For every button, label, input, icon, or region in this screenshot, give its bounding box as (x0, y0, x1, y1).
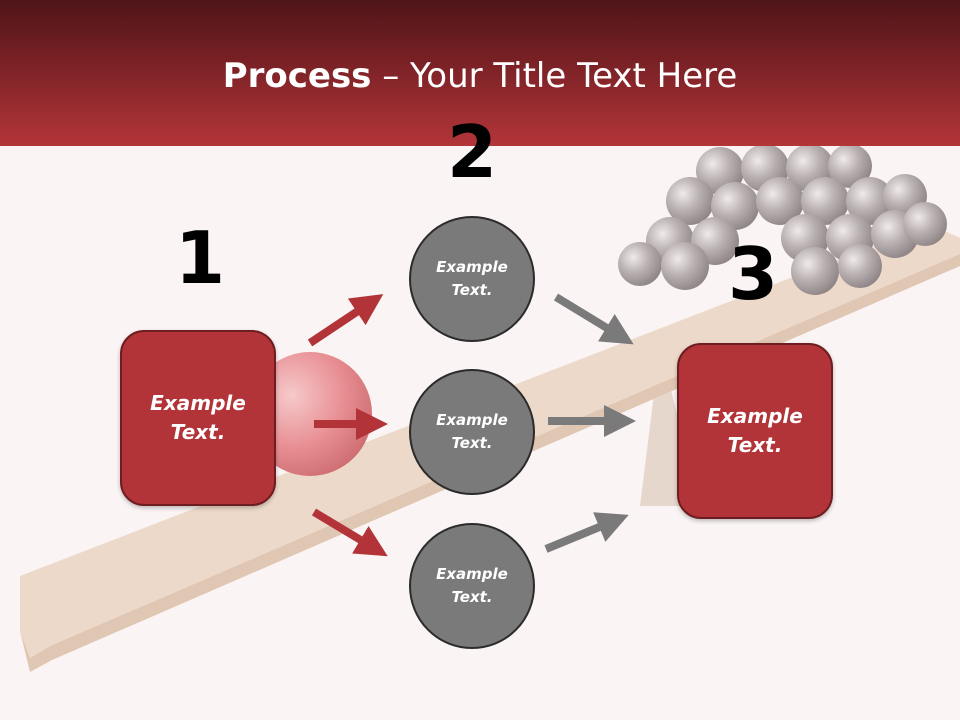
circle-text: Example Text. (436, 258, 508, 299)
slide-title: Process – Your Title Text Here (0, 52, 960, 100)
left-box-text: Example Text. (150, 391, 246, 444)
left-process-box: Example Text. (120, 330, 276, 506)
step-number-1: 1 (174, 216, 226, 300)
circle-text: Example Text. (436, 565, 508, 606)
step-number-3: 3 (727, 232, 779, 316)
red-ball-shape (248, 352, 372, 476)
ball-pyramid-shape (618, 146, 947, 295)
gray-arrow-up (544, 512, 629, 553)
title-rest: – Your Title Text Here (371, 56, 738, 96)
red-arrow-up (307, 294, 384, 347)
right-process-box: Example Text. (677, 343, 833, 519)
process-circle-top: Example Text. (409, 216, 535, 342)
red-arrow-down (311, 508, 388, 557)
process-circle-middle: Example Text. (409, 369, 535, 495)
title-bold: Process (222, 56, 372, 96)
process-circle-bottom: Example Text. (409, 523, 535, 649)
right-box-text: Example Text. (707, 404, 803, 457)
circle-text: Example Text. (436, 411, 508, 452)
step-number-2: 2 (446, 110, 498, 194)
gray-arrow-down (553, 293, 634, 345)
header-band (0, 0, 960, 146)
